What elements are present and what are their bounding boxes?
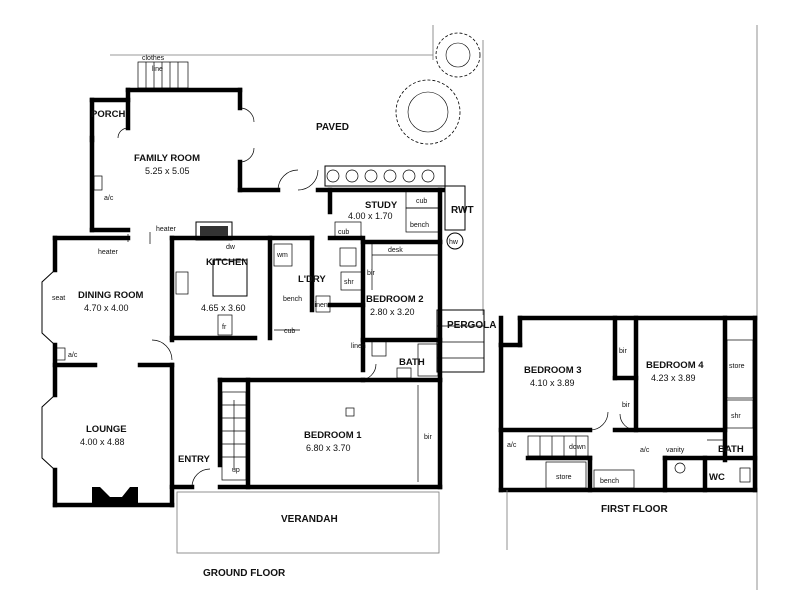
room-name-bedroom-1: BEDROOM 1 (304, 430, 362, 441)
label-paved: PAVED (316, 122, 349, 133)
fixture-cub-study-2: cub (338, 229, 349, 236)
fixture-cub-study: cub (416, 198, 427, 205)
fixture-heater-2: heater (98, 249, 119, 256)
room-name-study: STUDY (365, 200, 398, 211)
fixture-shr-ff: shr (731, 413, 741, 420)
fixture-heater: heater (156, 226, 177, 233)
fixture-ac-dining: a/c (68, 352, 78, 359)
fixture-store-ff-1: store (729, 363, 745, 370)
room-name-bedroom-2: BEDROOM 2 (366, 294, 424, 305)
label-verandah: VERANDAH (281, 514, 338, 525)
first-floor-details (506, 339, 754, 550)
room-name-entry: ENTRY (178, 454, 211, 465)
title-ground-floor: GROUND FLOOR (203, 568, 286, 579)
room-size-lounge: 4.00 x 4.88 (80, 437, 125, 447)
fixture-ac-ff-2: a/c (640, 447, 650, 454)
first-floor-walls (498, 315, 758, 493)
room-size-bedroom-3: 4.10 x 3.89 (530, 378, 575, 388)
room-label-porch: PORCH (91, 109, 125, 120)
fixture-up: up (232, 467, 240, 474)
fixture-bir-ff-1: bir (619, 348, 627, 355)
room-name-bedroom-4: BEDROOM 4 (646, 360, 704, 371)
title-first-floor: FIRST FLOOR (601, 504, 668, 515)
fixture-linen: linen (313, 302, 328, 309)
room-size-family-room: 5.25 x 5.05 (145, 166, 190, 176)
fixture-bir-bed2: bir (367, 270, 375, 277)
room-name-dining-room: DINING ROOM (78, 290, 144, 301)
rain-water-tank (444, 185, 466, 250)
planter-row (324, 165, 446, 187)
fixture-bir-bed1: bir (424, 434, 432, 441)
room-name-lounge: LOUNGE (86, 424, 127, 435)
fixture-dw: dw (226, 244, 236, 251)
label-rwt: RWT (451, 205, 474, 216)
room-name-bedroom-3: BEDROOM 3 (524, 365, 582, 376)
room-size-bedroom-1: 6.80 x 3.70 (306, 443, 351, 453)
fixture-bench-laundry: bench (283, 296, 302, 303)
fixture-bench-ff: bench (600, 478, 619, 485)
room-name-family-room: FAMILY ROOM (134, 153, 200, 164)
fixture-desk: desk (388, 247, 403, 254)
site-boundary (110, 25, 758, 590)
ground-floor-details (54, 107, 441, 488)
label-line: line (152, 66, 163, 73)
label-hw: hw (449, 239, 459, 246)
label-pergola: PERGOLA (447, 320, 496, 331)
fixture-linen-2: linen (351, 343, 366, 350)
fixture-cub-laundry: cub (284, 328, 295, 335)
fixture-seat: seat (52, 295, 65, 302)
tree-icon (435, 32, 481, 78)
room-size-kitchen: 4.65 x 3.60 (201, 303, 246, 313)
room-size-bedroom-2: 2.80 x 3.20 (370, 307, 415, 317)
room-size-study: 4.00 x 1.70 (348, 211, 393, 221)
room-name-wc: WC (709, 472, 725, 483)
clothes-line (137, 61, 189, 89)
fixture-wm: wm (276, 252, 288, 259)
room-name-kitchen: KITCHEN (206, 257, 248, 268)
fixture-ac: a/c (104, 195, 114, 202)
label-clothes: clothes (142, 55, 165, 62)
room-size-dining-room: 4.70 x 4.00 (84, 303, 129, 313)
tree-icon (395, 79, 461, 145)
room-name-laundry: L'DRY (298, 274, 326, 285)
room-name-bath: BATH (399, 357, 425, 368)
fixture-shr: shr (344, 279, 354, 286)
fixture-bench-study: bench (410, 222, 429, 229)
fixture-bir-ff-2: bir (622, 402, 630, 409)
room-size-bedroom-4: 4.23 x 3.89 (651, 373, 696, 383)
room-name-bath-ff: BATH (718, 444, 744, 455)
fixture-ac-ff-1: a/c (507, 442, 517, 449)
fixture-vanity: vanity (666, 447, 685, 454)
fixture-store-ff-2: store (556, 474, 572, 481)
fixture-down: down (569, 444, 586, 451)
fixture-fr: fr (222, 324, 227, 331)
